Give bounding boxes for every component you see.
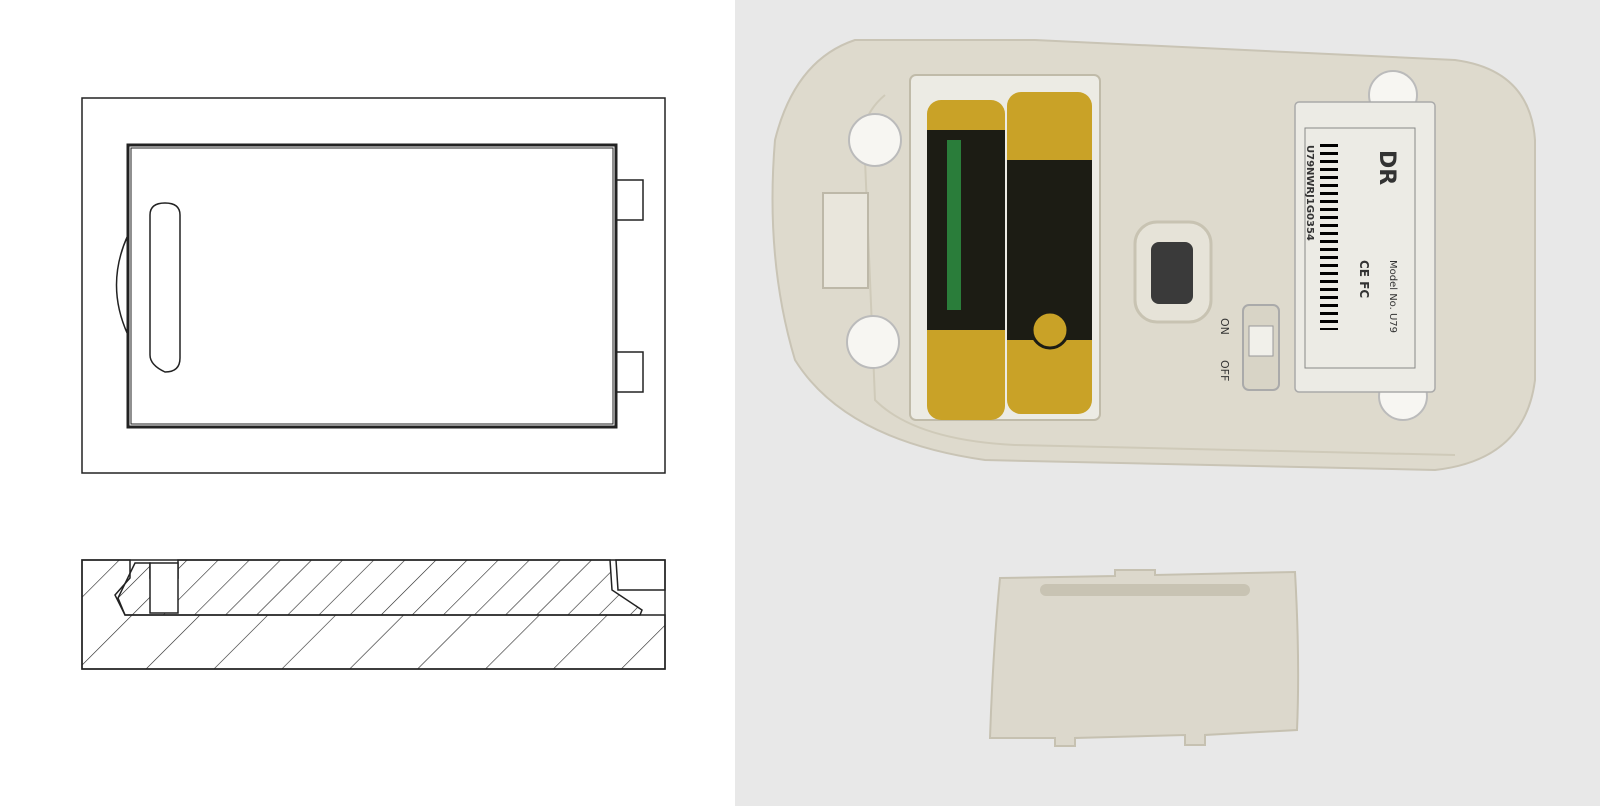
- cover-section: [117, 559, 643, 616]
- cross-section: [81, 559, 666, 670]
- finger-arc: [115, 234, 129, 336]
- release-slot: [149, 202, 181, 373]
- battery: [1007, 92, 1092, 414]
- battery-cover: [988, 569, 1300, 747]
- battery: [927, 100, 1005, 420]
- mouse-foot: [846, 315, 900, 369]
- model-number: Model No. U79: [1387, 260, 1398, 333]
- battery-cover-technical-drawing: [81, 97, 666, 670]
- barcode: [1320, 140, 1338, 330]
- tab-upper: [615, 179, 644, 221]
- brand-logo: DR: [1374, 150, 1399, 185]
- cert-marks: CE FC: [1357, 260, 1371, 298]
- receiver-slot: [822, 192, 869, 289]
- cover-outline: [126, 143, 618, 429]
- switch-on-label: ON: [1218, 318, 1231, 335]
- mouse-underside: ON OFF U79NWRJ1G0354 DR Model No. U79 CE…: [771, 39, 1536, 472]
- housing-outline: [81, 97, 666, 474]
- cover-release-slot: [1040, 584, 1250, 596]
- tab-lower: [615, 351, 644, 393]
- mouse-foot: [848, 113, 902, 167]
- mouse-photo: ON OFF U79NWRJ1G0354 DR Model No. U79 CE…: [735, 0, 1600, 806]
- top-view: [81, 97, 666, 474]
- serial-number: U79NWRJ1G0354: [1304, 145, 1315, 241]
- switch-off-label: OFF: [1218, 360, 1231, 381]
- product-label: [1294, 101, 1436, 393]
